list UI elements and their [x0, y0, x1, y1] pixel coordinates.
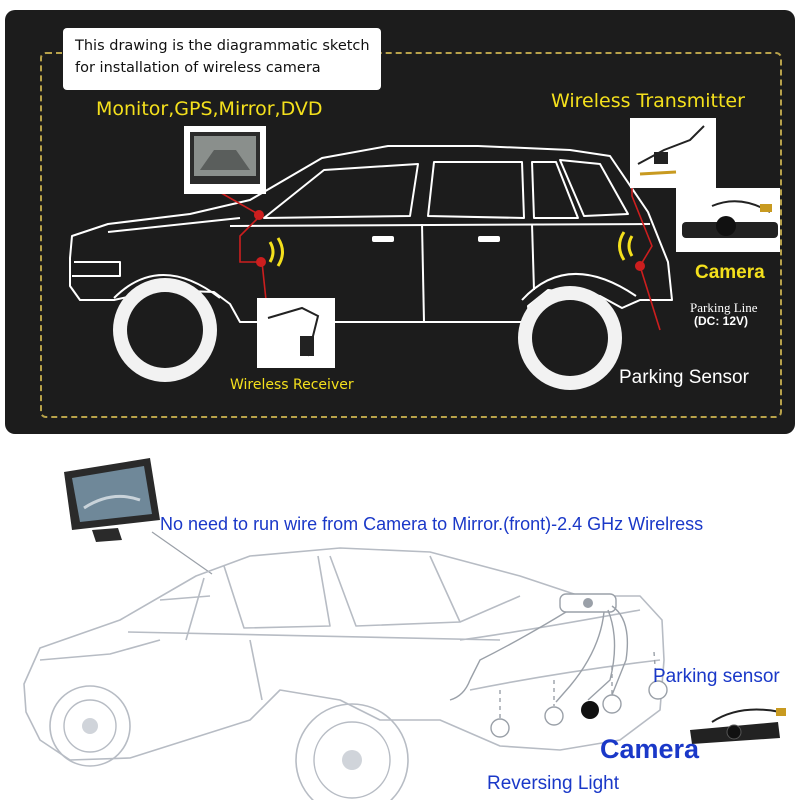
camera-label-bottom: Camera — [600, 734, 700, 764]
transmitter-mount-point — [635, 261, 645, 271]
monitor-device-icon — [184, 126, 266, 194]
wireless-signal-icon — [618, 231, 634, 261]
monitor-label: Monitor,GPS,Mirror,DVD — [96, 98, 323, 120]
monitor-mount-point — [254, 210, 264, 220]
diagram-note: This drawing is the diagrammatic sketch … — [63, 28, 381, 90]
receiver-mount-point — [256, 257, 266, 267]
parking-sensor-icon — [602, 694, 622, 714]
note-line-2: for installation of wireless camera — [75, 60, 321, 76]
parking-sensor-icon — [490, 718, 510, 738]
camera-device-icon — [559, 593, 617, 613]
door-handle-front — [372, 236, 394, 242]
wireless-signal-icon — [268, 237, 284, 267]
camera-device-icon — [676, 188, 780, 252]
dc-voltage-label: (DC: 12V) — [694, 314, 749, 328]
rear-camera-lens-icon — [581, 701, 599, 719]
wireless-transmitter-icon — [630, 118, 716, 188]
wheel-icon — [295, 703, 409, 800]
door-handle-rear — [478, 236, 500, 242]
parking-sensor-icon — [544, 706, 564, 726]
no-wire-caption: No need to run wire from Camera to Mirro… — [160, 514, 704, 534]
note-line-1: This drawing is the diagrammatic sketch — [75, 38, 370, 54]
parking-sensor-icon — [648, 680, 668, 700]
receiver-label: Wireless Receiver — [230, 377, 354, 393]
hatchback-car-illustration — [69, 118, 780, 390]
reversing-light-label: Reversing Light — [487, 773, 620, 794]
parking-sensor-label-bottom: Parking sensor — [653, 666, 780, 687]
wireless-receiver-icon — [257, 298, 335, 368]
installation-frame — [40, 52, 782, 418]
license-plate-camera-icon — [690, 708, 786, 744]
transmitter-label: Wireless Transmitter — [551, 90, 745, 112]
monitor-device-icon — [64, 458, 160, 542]
camera-label-top: Camera — [695, 262, 765, 283]
parking-sensor-label-top: Parking Sensor — [619, 367, 749, 388]
wheel-icon — [49, 685, 131, 767]
parking-line-label: Parking Line — [690, 300, 758, 315]
